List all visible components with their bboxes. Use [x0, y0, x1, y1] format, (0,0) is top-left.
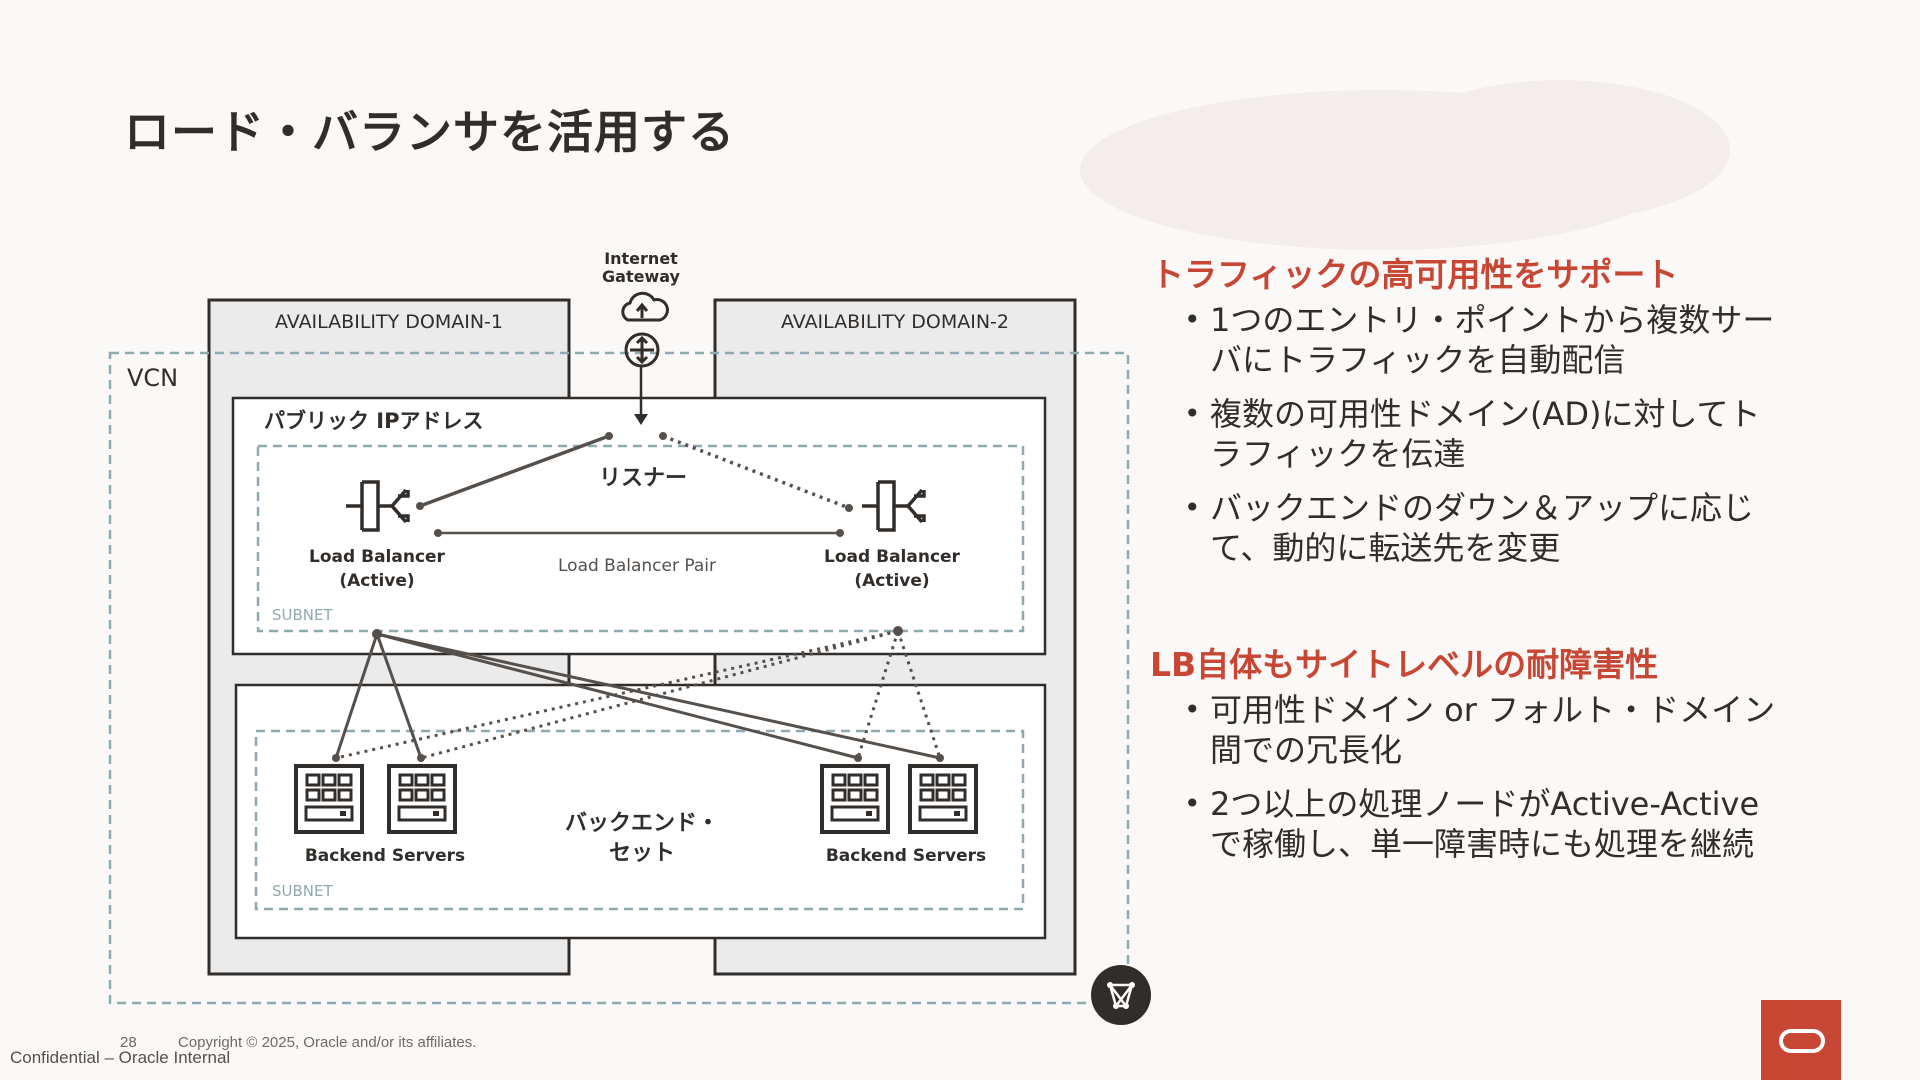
internet-gateway-label-1: Internet [604, 249, 678, 268]
background-pattern [1080, 80, 1730, 250]
server-icon [294, 764, 364, 834]
copyright: Copyright © 2025, Oracle and/or its affi… [178, 1034, 477, 1051]
lb-right-label-2: (Active) [854, 571, 929, 591]
gateway-router-icon [624, 332, 660, 368]
slide-title: ロード・バランサを活用する [124, 105, 735, 159]
bullet-item: 2つ以上の処理ノードがActive-Activeで稼働し、単一障害時にも処理を継… [1150, 784, 1790, 864]
backend-subnet-label: SUBNET [272, 882, 333, 900]
oracle-logo [1761, 1000, 1841, 1080]
backend-set-label-2: セット [609, 841, 675, 866]
listener-line-left [419, 434, 610, 508]
lb-left-label-1: Load Balancer [309, 547, 446, 567]
bullet-item: 可用性ドメイン or フォルト・ドメイン間での冗長化 [1150, 690, 1790, 770]
bullet-item: 複数の可用性ドメイン(AD)に対してトラフィックを伝達 [1150, 394, 1790, 474]
availability-domain-2-label: AVAILABILITY DOMAIN-2 [781, 311, 1009, 333]
internet-gateway-label-2: Gateway [602, 267, 681, 286]
section2-heading: LB自体もサイトレベルの耐障害性 [1150, 645, 1659, 684]
server-icon [908, 764, 978, 834]
backend-set-label-1: バックエンド・ [565, 811, 719, 836]
listener-line-right [662, 434, 850, 510]
availability-domain-1-label: AVAILABILITY DOMAIN-1 [275, 311, 503, 333]
public-ip-box [231, 396, 1047, 656]
backend-subnet [254, 729, 1025, 911]
lb-subnet [256, 444, 1025, 633]
lb-left-label-2: (Active) [339, 571, 414, 591]
cloud-icon [621, 291, 669, 322]
bullet-item: 1つのエントリ・ポイントから複数サーバにトラフィックを自動配信 [1150, 300, 1790, 380]
gateway-arrowhead [634, 414, 648, 425]
confidential-label: Confidential – Oracle Internal [10, 1048, 231, 1067]
load-balancer-icon [346, 480, 410, 532]
page-number: 28 [120, 1034, 137, 1051]
vcn-label: VCN [127, 364, 178, 392]
listener-label: リスナー [599, 466, 687, 491]
bullet-item: バックエンドのダウン＆アップに応じて、動的に転送先を変更 [1150, 488, 1790, 568]
section1-bullets: 1つのエントリ・ポイントから複数サーバにトラフィックを自動配信 複数の可用性ドメ… [1150, 300, 1790, 582]
backend-servers-left-label: Backend Servers [305, 846, 465, 866]
lb-right-label-1: Load Balancer [824, 547, 961, 567]
drg-icon [1091, 965, 1151, 1025]
public-ip-label: パブリック IPアドレス [264, 409, 484, 433]
section2-bullets: 可用性ドメイン or フォルト・ドメイン間での冗長化 2つ以上の処理ノードがAc… [1150, 690, 1790, 878]
section1-heading: トラフィックの高可用性をサポート [1151, 255, 1679, 294]
lb-right-connections [335, 629, 942, 760]
lb-subnet-label: SUBNET [272, 606, 333, 624]
lb-pair-label: Load Balancer Pair [558, 556, 716, 576]
load-balancer-icon [862, 480, 926, 532]
server-icon [820, 764, 890, 834]
server-icon [387, 764, 457, 834]
backend-servers-right-label: Backend Servers [826, 846, 986, 866]
vcn-boundary [108, 351, 1130, 1005]
